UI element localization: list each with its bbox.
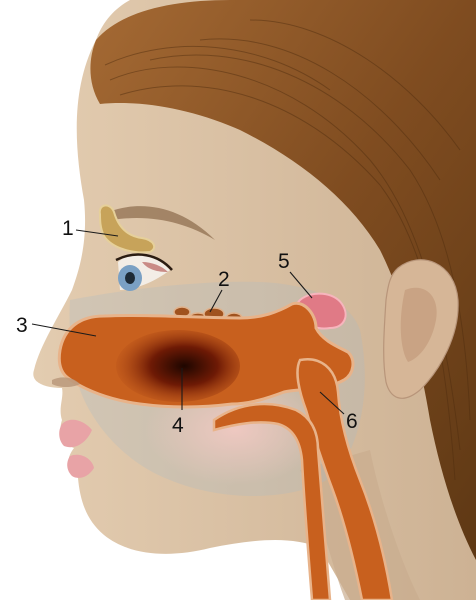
callout-label-5: 5 xyxy=(278,250,290,273)
callout-label-6: 6 xyxy=(346,410,358,433)
maxillary-sinus-dark xyxy=(116,330,240,402)
callout-label-3: 3 xyxy=(16,314,28,337)
callout-label-1: 1 xyxy=(62,217,74,240)
callout-label-4: 4 xyxy=(172,414,184,437)
callout-label-2: 2 xyxy=(218,268,230,291)
